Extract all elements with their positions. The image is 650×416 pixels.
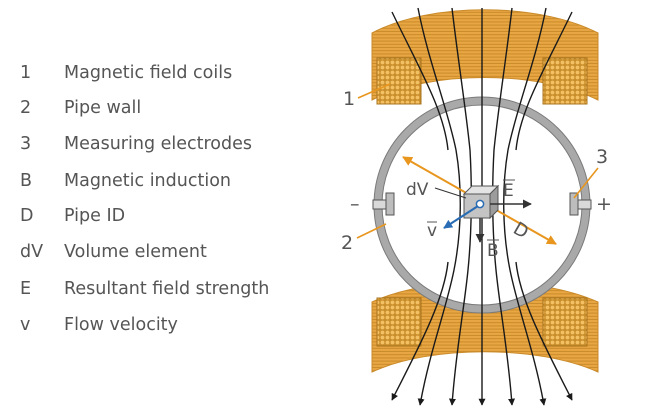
legend-key: D <box>20 206 34 226</box>
legend-key: 1 <box>20 63 32 83</box>
bottom-coil-section-right <box>542 297 588 347</box>
legend-key: dV <box>20 242 44 262</box>
legend-label: Flow velocity <box>64 315 178 335</box>
legend-label: Volume element <box>64 242 207 262</box>
volume-element <box>462 184 500 220</box>
legend-label: Measuring electrodes <box>64 134 253 154</box>
legend-key: 3 <box>20 134 32 154</box>
velocity-origin-dot <box>475 199 485 209</box>
field-line <box>515 11 573 151</box>
flow-velocity-vector <box>443 205 479 229</box>
legend-label: Magnetic field coils <box>64 63 233 83</box>
field-strength-label: E <box>503 181 514 201</box>
legend-key: 2 <box>20 98 32 118</box>
top-coil-section-left <box>376 57 422 105</box>
top-coil-winding <box>371 9 599 101</box>
legend-key: E <box>20 279 32 299</box>
electrode-left-body <box>385 192 395 216</box>
callout-3-leader <box>573 167 599 199</box>
callout-2-leader <box>356 223 387 239</box>
callout-1-leader <box>357 83 391 99</box>
legend-label: Magnetic induction <box>64 171 231 191</box>
electrode-plus-sign: + <box>596 193 612 215</box>
top-coil <box>371 9 599 105</box>
legend-key: B <box>20 171 33 191</box>
callout-3-label: 3 <box>596 146 608 168</box>
dv-leader-line <box>434 187 467 199</box>
bottom-coil-section-left <box>376 297 422 347</box>
electrode-right <box>576 199 592 210</box>
electrode-right-body <box>569 192 579 216</box>
legend-label: Resultant field strength <box>64 279 270 299</box>
legend-key: v <box>20 315 31 335</box>
field-line <box>391 261 449 401</box>
volume-element-label: dV <box>406 180 429 200</box>
field-line <box>515 261 573 401</box>
field-line <box>391 11 449 151</box>
callout-1-label: 1 <box>343 88 355 110</box>
callout-2-label: 2 <box>341 232 353 254</box>
legend-label: Pipe ID <box>64 206 126 226</box>
flow-velocity-label: v <box>427 221 437 241</box>
electrode-left <box>372 199 388 210</box>
magnetic-induction-label: B <box>487 241 499 261</box>
electrode-minus-sign: – <box>350 193 360 215</box>
top-coil-section-right <box>542 57 588 105</box>
legend-label: Pipe wall <box>64 98 142 118</box>
